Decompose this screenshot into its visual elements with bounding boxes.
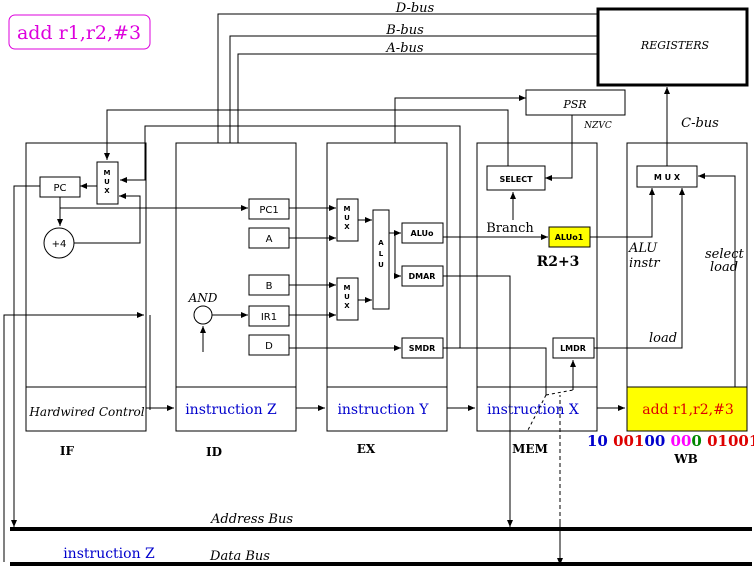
bit-group: 00 (671, 432, 692, 450)
adder-to-mux-wire (74, 193, 141, 244)
if-mux (96, 161, 119, 205)
ex-mux-top-u: U (344, 214, 350, 222)
dmar-to-address-bus (443, 275, 513, 527)
alu-l: L (379, 250, 384, 258)
load-label-side: load (710, 260, 738, 275)
d-bus-label: D-bus (395, 1, 435, 16)
psr-box (525, 89, 626, 116)
bit-group: 10 (587, 432, 613, 450)
bit-group: 001 (613, 432, 644, 450)
smdr-to-data-bus (443, 347, 547, 395)
if-stage-name: IF (60, 444, 75, 458)
d-register (248, 334, 290, 356)
ex-mux-top-x: X (344, 223, 350, 231)
smdr-label: SMDR (409, 344, 436, 353)
c-bus-label: C-bus (681, 116, 719, 131)
if-mux-m: M (104, 169, 111, 177)
select-box (486, 165, 546, 191)
if-mux-u: U (104, 178, 110, 186)
ex-mux-bottom-u: U (344, 293, 350, 301)
id-instruction: instruction Z (185, 402, 277, 418)
mem-stage-box (476, 142, 598, 432)
title-box (8, 14, 151, 50)
ir1-label: IR1 (261, 312, 277, 323)
ex-instruction: instruction Y (337, 402, 429, 418)
psr-label: PSR (562, 98, 586, 111)
lmdr-to-mux-wire (594, 188, 685, 349)
data-bus-label: Data Bus (209, 549, 270, 564)
select-to-if-mux (104, 109, 509, 170)
ex-mux-top-m: M (344, 205, 351, 213)
address-bus-label: Address Bus (210, 512, 293, 527)
pc1-label: PC1 (259, 205, 278, 216)
id-stage-name: ID (206, 445, 222, 459)
aluo1-to-mux-wire (590, 188, 655, 238)
alu-to-dmar (394, 233, 401, 279)
a-label: A (266, 234, 273, 245)
wb-instruction: add r1,r2,#3 (642, 402, 733, 418)
mem-stage-name: MEM (512, 442, 548, 456)
wb-highlight (626, 386, 748, 432)
plus4-label: +4 (52, 239, 67, 250)
ex-stage-name: EX (357, 442, 376, 456)
ex-mux-bottom (336, 277, 359, 321)
wb-stage-box (626, 142, 748, 432)
dmar-label: DMAR (409, 272, 436, 281)
branch-target-wire (120, 125, 461, 348)
load-label: load (649, 331, 677, 346)
psr-to-select-wire (545, 115, 573, 181)
bottom-instruction-z: instruction Z (63, 546, 155, 562)
bit-group: 0 (691, 432, 707, 450)
ir1-register (248, 305, 290, 327)
nzvc-label: NZVC (583, 121, 612, 131)
instr-label: instr (629, 256, 660, 271)
hardwired-control-label: Hardwired Control (28, 405, 144, 419)
pc1-register (248, 198, 290, 220)
lmdr-label: LMDR (560, 344, 586, 353)
bit-pattern: 10 00100 000 010011 (587, 432, 754, 450)
registers-box (596, 7, 749, 87)
title-text: add r1,r2,#3 (17, 22, 141, 44)
and-gate (193, 305, 213, 325)
and-label: AND (188, 291, 218, 305)
pc-to-address-bus (11, 185, 40, 527)
select-label: SELECT (499, 175, 533, 184)
bit-group: 011 (738, 432, 754, 450)
mem-instruction: instruction X (487, 402, 579, 418)
b-label: B (266, 281, 273, 292)
alu-a: A (378, 239, 384, 247)
a-bus-label: A-bus (385, 41, 423, 56)
d-label: D (265, 341, 273, 352)
aluo1-label: ALUo1 (555, 233, 584, 242)
pc-label: PC (53, 183, 66, 194)
ex-mux-bottom-x: X (344, 302, 350, 310)
registers-label: REGISTERS (640, 39, 710, 52)
select-label-side: select (705, 247, 744, 262)
ex-mux-bottom-m: M (344, 284, 351, 292)
bit-group: 00 (644, 432, 670, 450)
alu-unit (372, 209, 390, 310)
wb-stage-name: WB (673, 452, 698, 466)
mem-crossing-dashes (527, 389, 574, 431)
bit-group: 010 (707, 432, 738, 450)
if-mux-x: X (104, 187, 110, 195)
aluo-label: ALUo (411, 229, 435, 238)
r23-label: R2+3 (537, 254, 580, 270)
data-bus-to-ir (3, 312, 144, 562)
b-bus-label: B-bus (385, 23, 424, 38)
alu-label: ALU (628, 241, 658, 256)
alu-u: U (378, 261, 384, 269)
aluo-register (401, 222, 444, 244)
select-load-wire (698, 173, 736, 387)
wb-mux-label: M U X (654, 173, 681, 182)
branch-label: Branch (486, 221, 534, 236)
